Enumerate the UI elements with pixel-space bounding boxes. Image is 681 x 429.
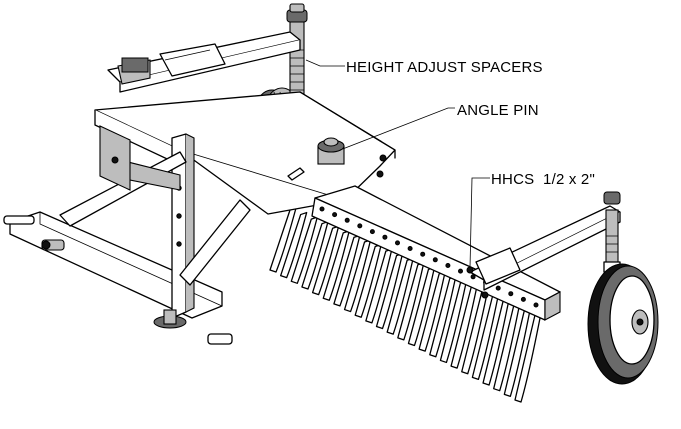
rake-tine — [290, 216, 318, 284]
hitch-frame — [3, 125, 251, 345]
right-height-adjust-post — [603, 191, 621, 273]
rake-tine — [461, 289, 489, 375]
toolbar-hole — [508, 291, 514, 297]
rake-tine — [493, 303, 521, 392]
toolbar-hole — [369, 229, 375, 235]
rake-tine — [471, 294, 500, 381]
toolbar-hole — [495, 285, 501, 291]
toolbar-hole — [470, 274, 476, 280]
rake-tine — [375, 253, 404, 330]
rake-tine — [482, 298, 510, 386]
toolbar-hole — [458, 268, 463, 274]
rake-tine — [514, 312, 542, 403]
toolbar-hole — [407, 246, 413, 251]
height-adjust-spacers-label: HEIGHT ADJUST SPACERS — [346, 59, 543, 76]
toolbar-hole — [395, 240, 400, 246]
rake-tine — [386, 257, 414, 335]
toolbar-hole — [445, 263, 451, 268]
toolbar-hole — [520, 296, 526, 302]
main-frame — [94, 91, 396, 216]
right-gauge-wheel — [587, 263, 659, 385]
rake-tine — [280, 211, 308, 279]
toolbar-hole — [533, 302, 539, 308]
rake-tine — [503, 307, 531, 397]
right-wheel-arm — [466, 205, 621, 299]
rake-tine — [343, 239, 372, 313]
toolbar-hole — [344, 217, 350, 223]
toolbar-hole — [319, 206, 325, 212]
rake-tine — [418, 271, 446, 352]
rake-tine — [397, 262, 425, 341]
angle-pin-label: ANGLE PIN — [457, 102, 539, 119]
toolbar-hole — [420, 251, 426, 257]
toolbar-hole — [332, 212, 338, 218]
rake-tine — [301, 221, 329, 290]
rake-tines — [269, 207, 542, 403]
rake-tine — [439, 280, 468, 364]
rake-tine — [429, 275, 457, 358]
rake-tine — [322, 230, 350, 301]
hhcs-bolt-label: HHCS 1/2 x 2" — [491, 171, 595, 188]
leader-lines — [305, 59, 490, 269]
left-wheel-arm — [107, 31, 301, 93]
rake-tine — [407, 266, 436, 347]
rake-tine — [269, 207, 297, 273]
rake-tine — [333, 234, 361, 307]
rake-tine — [450, 284, 478, 369]
toolbar-hole — [382, 234, 388, 240]
toolbar-hole — [357, 223, 363, 229]
toolbar-hole — [432, 257, 438, 263]
rake-tine — [365, 248, 393, 324]
rake-tine — [311, 225, 340, 296]
rake-tine — [354, 243, 382, 318]
